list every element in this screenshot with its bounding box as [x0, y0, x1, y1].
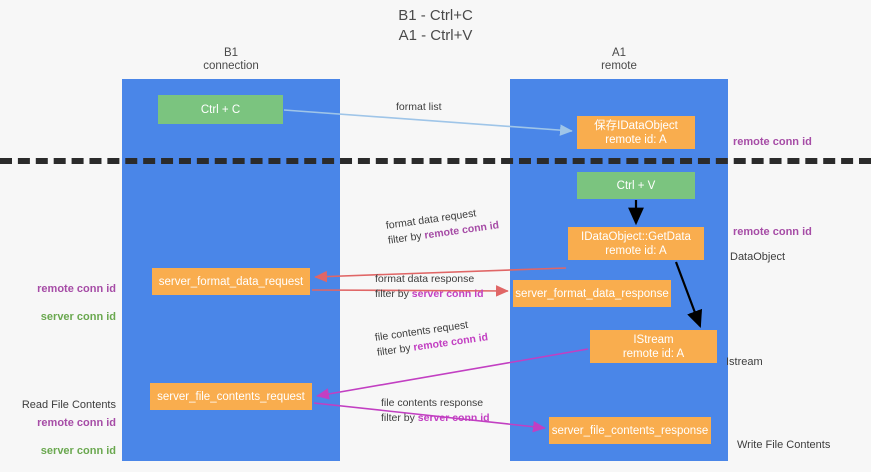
annotation-dataobject: DataObject — [730, 236, 785, 264]
column-header-b1: B1 connection — [203, 47, 259, 72]
node-idataobject-getdata[interactable]: IDataObject::GetData remote id: A — [568, 227, 704, 260]
edge-label-format-list: format list — [396, 101, 442, 113]
filter-prefix: filter by — [381, 412, 418, 424]
annotation-remote-conn-id-mid: remote conn id — [733, 211, 812, 239]
filter-prefix: filter by — [376, 341, 415, 359]
annotation-istream: Istream — [726, 341, 763, 369]
annotation-read-file-contents: Read File Contents — [18, 384, 116, 412]
node-server-file-contents-response[interactable]: server_file_contents_response — [549, 417, 711, 444]
node-idataobject[interactable]: 保存IDataObject remote id: A — [577, 116, 695, 149]
edge-label-file-contents-response: file contents response filter by server … — [381, 396, 490, 426]
node-server-file-contents-request[interactable]: server_file_contents_request — [150, 383, 312, 410]
filter-prefix: filter by — [387, 229, 426, 247]
edge-label-line2: filter by server conn id — [375, 287, 484, 302]
annotation-text: DataObject — [730, 251, 786, 263]
filter-prefix: filter by — [375, 288, 412, 300]
annotation-text: Write File Contents — [737, 439, 831, 451]
edge-label-format-data-response: format data response filter by server co… — [375, 272, 484, 302]
annotation-text: remote conn id — [733, 226, 812, 238]
edge-label-file-contents-request: file contents request filter by remote c… — [374, 315, 489, 360]
edge-label-format-data-request: format data request filter by remote con… — [385, 203, 500, 248]
annotation-remote-conn-id: remote conn id — [37, 283, 116, 295]
annotation-text: Istream — [726, 356, 763, 368]
annotation-server-conn-id: server conn id — [40, 311, 116, 323]
conn-id-key: server conn id — [417, 412, 490, 424]
annotation-remote-conn-id: remote conn id — [37, 417, 116, 429]
annotation-conn-ids-file: remote conn id server conn id — [18, 402, 116, 472]
annotation-conn-ids-format: remote conn id server conn id — [18, 268, 116, 338]
diagram-title: B1 - Ctrl+C A1 - Ctrl+V — [398, 7, 473, 44]
edge-label-line2: filter by server conn id — [381, 411, 490, 426]
node-ctrl-c[interactable]: Ctrl + C — [158, 95, 283, 124]
edge-label-line1: file contents response — [381, 397, 484, 409]
annotation-text: Read File Contents — [21, 399, 116, 411]
column-header-a1: A1 remote — [601, 47, 637, 72]
node-server-format-data-response[interactable]: server_format_data_response — [513, 280, 671, 307]
conn-id-key: server conn id — [411, 288, 484, 300]
annotation-server-conn-id: server conn id — [40, 445, 116, 457]
edge-label-line1: format data response — [375, 273, 475, 285]
node-istream[interactable]: IStream remote id: A — [590, 330, 717, 363]
node-ctrl-v[interactable]: Ctrl + V — [577, 172, 695, 199]
annotation-write-file-contents: Write File Contents — [737, 424, 830, 452]
node-server-format-data-request[interactable]: server_format_data_request — [152, 268, 310, 295]
phase-divider — [0, 158, 871, 164]
annotation-remote-conn-id-top: remote conn id — [733, 121, 812, 149]
annotation-text: remote conn id — [733, 136, 812, 148]
